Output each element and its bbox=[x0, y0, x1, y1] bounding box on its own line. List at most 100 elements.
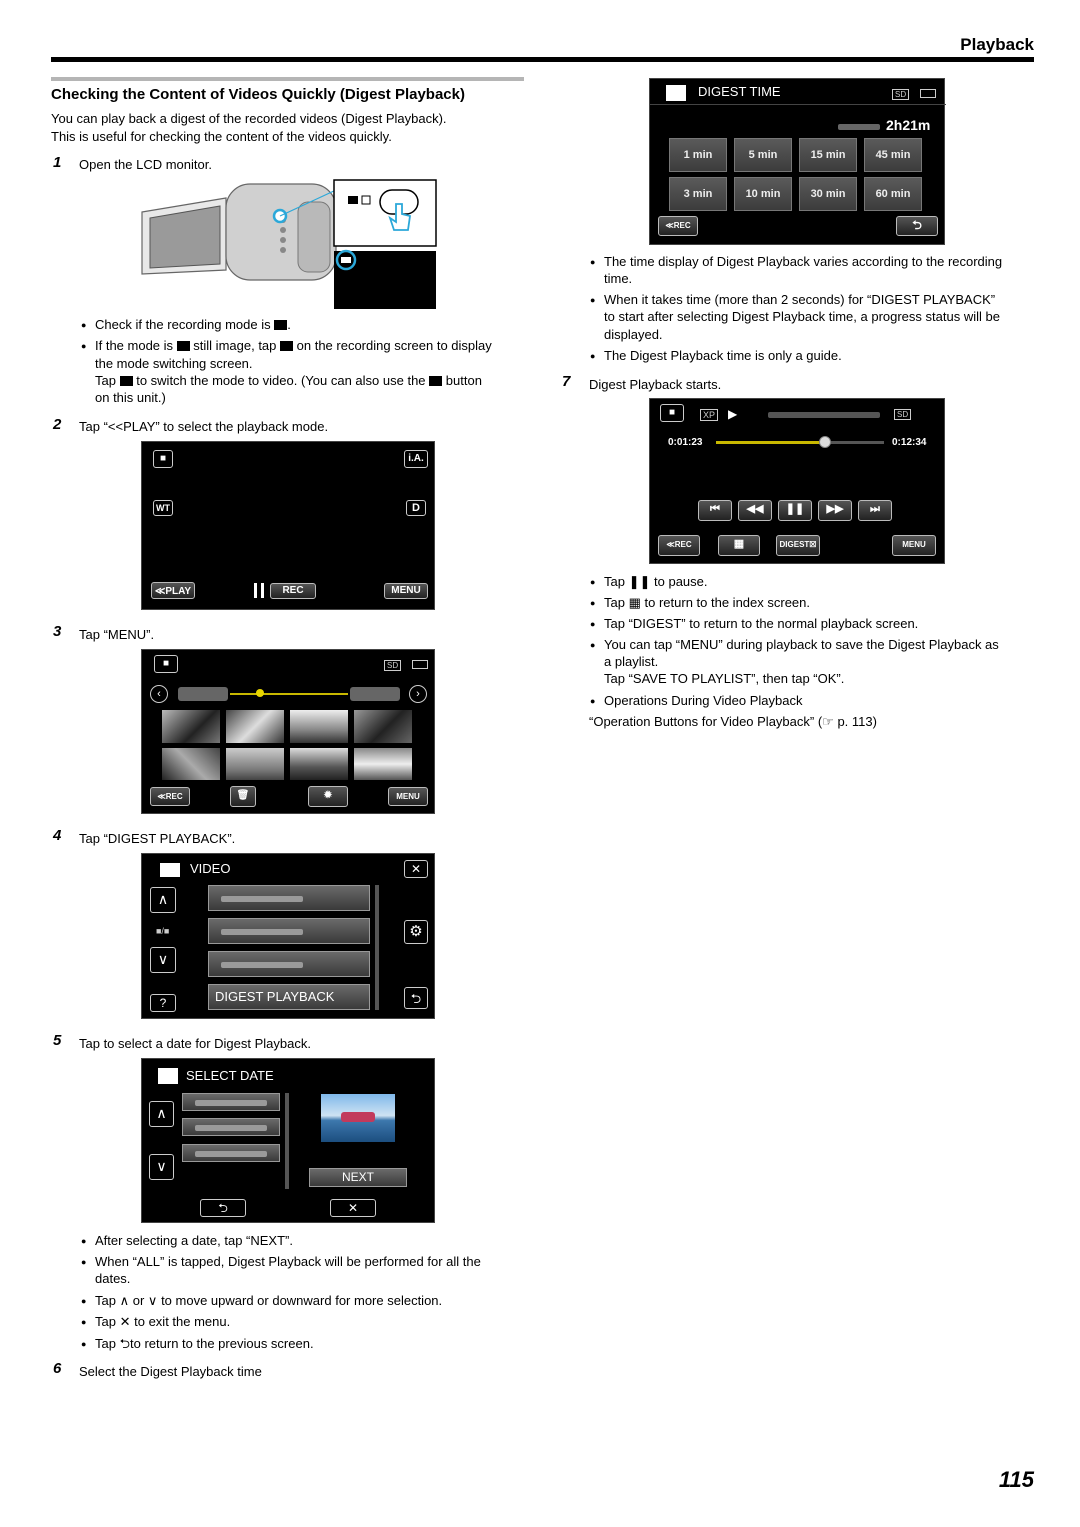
sd-card-icon: SD bbox=[892, 89, 910, 100]
menu-item[interactable] bbox=[208, 885, 370, 911]
menu-item[interactable] bbox=[208, 951, 370, 977]
step-5-bullet-2: When “ALL” is tapped, Digest Playback wi… bbox=[81, 1253, 481, 1271]
next-date-button[interactable]: › bbox=[409, 685, 427, 703]
rec-button[interactable]: ≪REC bbox=[658, 535, 700, 556]
timeline-bar bbox=[230, 693, 348, 695]
step-7-bullet-2: Tap ▦ to return to the index screen. bbox=[590, 594, 810, 612]
cross-reference-link[interactable]: “Operation Buttons for Video Playback” (… bbox=[589, 714, 877, 729]
date-item[interactable] bbox=[182, 1093, 280, 1111]
rewind-icon[interactable]: ◀◀ bbox=[738, 500, 772, 521]
total-time: 0:12:34 bbox=[892, 437, 927, 448]
thumbnail[interactable] bbox=[290, 710, 348, 743]
rec-button[interactable]: ≪REC bbox=[658, 216, 698, 236]
digest-option[interactable]: 30 min bbox=[799, 177, 857, 211]
progress-knob[interactable] bbox=[819, 436, 832, 448]
step-3-text: Tap “MENU”. bbox=[79, 627, 155, 642]
scroll-up-button[interactable]: ∧ bbox=[150, 887, 176, 913]
digest-option[interactable]: 15 min bbox=[799, 138, 857, 172]
remaining-time: 2h21m bbox=[886, 117, 931, 133]
fast-forward-icon[interactable]: ▶▶ bbox=[818, 500, 852, 521]
video-mode-icon[interactable]: ■ bbox=[154, 655, 178, 673]
next-button[interactable]: NEXT bbox=[309, 1168, 407, 1187]
down-arrow-icon: ∨ bbox=[147, 1293, 158, 1308]
close-icon[interactable]: ✕ bbox=[330, 1199, 376, 1217]
intro-line-2: This is useful for checking the content … bbox=[51, 129, 392, 144]
intelligent-auto-button[interactable]: i.A. bbox=[404, 450, 428, 468]
step-6-bullet-2: When it takes time (more than 2 seconds)… bbox=[590, 291, 995, 309]
scroll-down-button[interactable]: ∨ bbox=[149, 1154, 174, 1180]
date-item[interactable] bbox=[182, 1144, 280, 1162]
thumbnail[interactable] bbox=[226, 748, 284, 780]
pause-icon[interactable]: ❚❚ bbox=[778, 500, 812, 521]
playback-screen: ■ XP ▶ SD 0:01:23 0:12:34 ⏮ ◀◀ ❚❚ ▶▶ ⏭ ≪… bbox=[649, 398, 945, 564]
play-button[interactable]: ≪PLAY bbox=[151, 582, 195, 599]
digest-option[interactable]: 1 min bbox=[669, 138, 727, 172]
progress-track[interactable] bbox=[716, 436, 884, 448]
help-button[interactable]: ? bbox=[150, 994, 176, 1012]
thumbnail[interactable] bbox=[354, 710, 412, 743]
date-chip-next[interactable] bbox=[350, 687, 400, 701]
video-mode-icon[interactable]: ■ bbox=[660, 404, 684, 422]
digest-option[interactable]: 10 min bbox=[734, 177, 792, 211]
thumbnail[interactable] bbox=[290, 748, 348, 780]
digest-option[interactable]: 60 min bbox=[864, 177, 922, 211]
rec-button[interactable]: REC bbox=[270, 583, 316, 599]
video-still-switch-icon bbox=[429, 376, 443, 386]
step-6-text: Select the Digest Playback time bbox=[79, 1364, 262, 1379]
battery-icon bbox=[920, 89, 936, 98]
return-icon[interactable]: ⮌ bbox=[896, 216, 938, 236]
close-icon[interactable]: ✕ bbox=[404, 860, 428, 878]
digest-playback-item[interactable]: DIGEST PLAYBACK bbox=[208, 984, 370, 1010]
divider bbox=[650, 104, 946, 105]
display-button[interactable]: D bbox=[406, 500, 426, 516]
thumbnail[interactable] bbox=[226, 710, 284, 743]
intro-line-1: You can play back a digest of the record… bbox=[51, 111, 447, 126]
digest-option[interactable]: 3 min bbox=[669, 177, 727, 211]
video-mode-icon[interactable]: ■ bbox=[153, 450, 173, 468]
selection-icon[interactable]: ✹ bbox=[308, 786, 348, 807]
date-item[interactable] bbox=[182, 1118, 280, 1136]
return-icon[interactable]: ⮌ bbox=[404, 987, 428, 1009]
step-5-number: 5 bbox=[53, 1032, 62, 1049]
scrollbar[interactable] bbox=[375, 885, 379, 1010]
step-6-bullet-1: The time display of Digest Playback vari… bbox=[590, 253, 1002, 271]
prev-date-button[interactable]: ‹ bbox=[150, 685, 168, 703]
menu-button[interactable]: MENU bbox=[384, 583, 428, 599]
up-arrow-icon: ∧ bbox=[119, 1293, 130, 1308]
step-4-text: Tap “DIGEST PLAYBACK”. bbox=[79, 831, 236, 846]
close-icon: ✕ bbox=[119, 1314, 131, 1329]
gear-icon[interactable]: ⚙ bbox=[404, 920, 428, 944]
digest-option[interactable]: 45 min bbox=[864, 138, 922, 172]
preview-thumbnail bbox=[321, 1094, 395, 1142]
step-2-number: 2 bbox=[53, 416, 62, 433]
date-chip-prev[interactable] bbox=[178, 687, 228, 701]
step-1-text: Open the LCD monitor. bbox=[79, 157, 212, 172]
scroll-down-button[interactable]: ∨ bbox=[150, 947, 176, 973]
video-menu-screen: VIDEO ✕ ∧ ∨ ■/■ DIGEST PLAYBACK ⚙ ? ⮌ bbox=[141, 853, 435, 1019]
step-7-text: Digest Playback starts. bbox=[589, 377, 722, 392]
scroll-up-button[interactable]: ∧ bbox=[149, 1101, 174, 1127]
skip-forward-icon[interactable]: ⏭ bbox=[858, 500, 892, 521]
zoom-button[interactable]: WT bbox=[153, 500, 173, 516]
index-screen: ■ SD ‹ › ≪REC 🗑 ✹ MENU bbox=[141, 649, 435, 814]
thumbnail[interactable] bbox=[162, 710, 220, 743]
index-icon[interactable]: ▦ bbox=[718, 535, 760, 556]
menu-item[interactable] bbox=[208, 918, 370, 944]
skip-back-icon[interactable]: ⏮ bbox=[698, 500, 732, 521]
thumbnail[interactable] bbox=[354, 748, 412, 780]
step-7-number: 7 bbox=[562, 373, 571, 390]
menu-button[interactable]: MENU bbox=[388, 787, 428, 806]
battery-icon bbox=[412, 660, 428, 669]
return-icon[interactable]: ⮌ bbox=[200, 1199, 246, 1217]
menu-button[interactable]: MENU bbox=[892, 535, 936, 556]
scrollbar[interactable] bbox=[285, 1093, 289, 1189]
thumbnail[interactable] bbox=[162, 748, 220, 780]
digest-button[interactable]: DIGEST☒ bbox=[776, 535, 820, 556]
rec-button[interactable]: ≪REC bbox=[150, 787, 190, 806]
video-mode-icon bbox=[158, 1068, 178, 1084]
page-number: 115 bbox=[998, 1467, 1034, 1492]
step-1-bullet-3: Tap to switch the mode to video. (You ca… bbox=[95, 373, 482, 388]
delete-icon[interactable]: 🗑 bbox=[230, 786, 256, 807]
digest-option[interactable]: 5 min bbox=[734, 138, 792, 172]
sd-card-icon: SD bbox=[894, 409, 912, 420]
